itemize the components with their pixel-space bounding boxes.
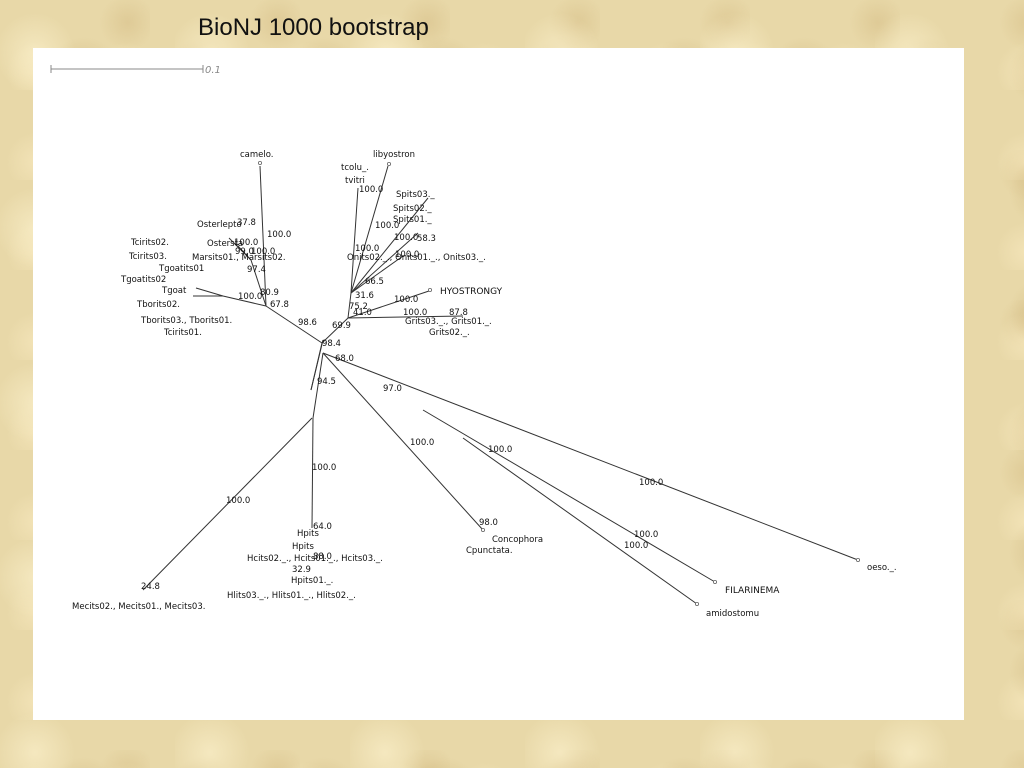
taxon-label: Mecits02., Mecits01., Mecits03.: [72, 602, 205, 612]
bootstrap-value: 100.0: [359, 185, 383, 195]
bootstrap-value: 75.2: [349, 302, 368, 312]
bootstrap-value: 97.4: [247, 265, 266, 275]
phylogenetic-tree: 0.1: [50, 65, 897, 619]
bootstrap-value: 100.0: [639, 478, 663, 488]
taxon-label: amidostomu: [706, 609, 759, 619]
taxon-labels: camelo. libyostron tcolu_. tvitri Spits0…: [72, 150, 897, 619]
bootstrap-value: 100.0: [410, 438, 434, 448]
bootstrap-value: 88.0: [313, 552, 332, 562]
bootstrap-value: 98.0: [479, 518, 498, 528]
bootstrap-value: 100.0: [251, 247, 275, 257]
tip-markers: [257, 161, 861, 607]
bootstrap-value: 66.5: [365, 277, 384, 287]
tree-panel: 0.1: [33, 48, 964, 720]
taxon-label: Grits02._.: [429, 328, 470, 338]
taxon-label: Marsits01., Marsits02.: [192, 253, 286, 263]
bootstrap-value: 69.9: [332, 321, 351, 331]
bootstrap-value: 100.0: [624, 541, 648, 551]
taxon-label: Grits03._., Grits01._.: [405, 317, 492, 327]
bootstrap-value: 98.6: [298, 318, 317, 328]
bootstrap-value: 94.5: [317, 377, 336, 387]
slide-title: BioNJ 1000 bootstrap: [198, 14, 429, 41]
taxon-label: tvitri: [345, 176, 365, 186]
bootstrap-value: 32.9: [292, 565, 311, 575]
taxon-label: Tgoatits02: [120, 275, 166, 285]
bootstrap-value: 100.0: [355, 244, 379, 254]
taxon-label: camelo.: [240, 150, 274, 160]
taxon-label: Cpunctata.: [466, 546, 513, 556]
bootstrap-labels: 100.0 37.8 100.0 99.0 100.0 97.4 80.9 10…: [141, 185, 663, 592]
bootstrap-value: 97.0: [383, 384, 402, 394]
bootstrap-value: 41.0: [353, 308, 372, 318]
taxon-label: Osterlepto: [197, 220, 242, 230]
taxon-label: libyostron: [373, 150, 415, 160]
taxon-label: tcolu_.: [341, 163, 369, 173]
bootstrap-value: 99.0: [235, 247, 254, 257]
taxon-label: Tgoat: [161, 286, 187, 296]
taxon-label: Ostersta: [207, 239, 243, 249]
bootstrap-value: 24.8: [141, 582, 160, 592]
taxon-label: Spits03._: [396, 190, 435, 200]
bootstrap-value: 100.0: [226, 496, 250, 506]
taxon-label: Hpits01._.: [291, 576, 333, 586]
tree-branches: [142, 165, 859, 605]
taxon-label: Hcits02._., Hcits01._., Hcits03._.: [247, 554, 383, 564]
bootstrap-value: 100.0: [267, 230, 291, 240]
bootstrap-value: 68.0: [335, 354, 354, 364]
taxon-label: Tborits02.: [136, 300, 180, 310]
bootstrap-value: 37.8: [237, 218, 256, 228]
taxon-label: Hpits: [297, 529, 319, 539]
taxon-label: Concophora: [492, 535, 543, 545]
bootstrap-value: 100.0: [234, 238, 258, 248]
bootstrap-value: 100.0: [634, 530, 658, 540]
bootstrap-value: 87.8: [449, 308, 468, 318]
bootstrap-value: 31.6: [355, 291, 374, 301]
bootstrap-value: 100.0: [312, 463, 336, 473]
taxon-label: Spits02._: [393, 204, 432, 214]
scale-bar: [50, 65, 204, 73]
bootstrap-value: 100.0: [238, 292, 262, 302]
bootstrap-value: 100.0: [394, 233, 418, 243]
scale-bar-label: 0.1: [205, 65, 221, 76]
taxon-label: Hpits: [292, 542, 314, 552]
bootstrap-value: 100.0: [395, 250, 419, 260]
bootstrap-value: 100.0: [375, 221, 399, 231]
bootstrap-value: 67.8: [270, 300, 289, 310]
bootstrap-value: 100.0: [403, 308, 427, 318]
bootstrap-value: 98.4: [322, 339, 341, 349]
bootstrap-value: 64.0: [313, 522, 332, 532]
bootstrap-value: 100.0: [488, 445, 512, 455]
taxon-label: HYOSTRONGY: [440, 287, 503, 297]
taxon-label: Spits01._: [393, 215, 432, 225]
taxon-label: Onits02._., Onits01._., Onits03._.: [347, 253, 486, 263]
bootstrap-value: 58.3: [417, 234, 436, 244]
taxon-label: Hlits03._., Hlits01._., Hlits02._.: [227, 591, 356, 601]
taxon-label: Tborits03., Tborits01.: [140, 316, 232, 326]
taxon-label: oeso._.: [867, 563, 897, 573]
bootstrap-value: 100.0: [394, 295, 418, 305]
taxon-label: Tcirits03.: [128, 252, 167, 262]
taxon-label: Tgoatits01: [158, 264, 204, 274]
bootstrap-value: 80.9: [260, 288, 279, 298]
taxon-label: Tcirits02.: [130, 238, 169, 248]
taxon-label: FILARINEMA: [725, 586, 780, 596]
taxon-label: Tcirits01.: [163, 328, 202, 338]
